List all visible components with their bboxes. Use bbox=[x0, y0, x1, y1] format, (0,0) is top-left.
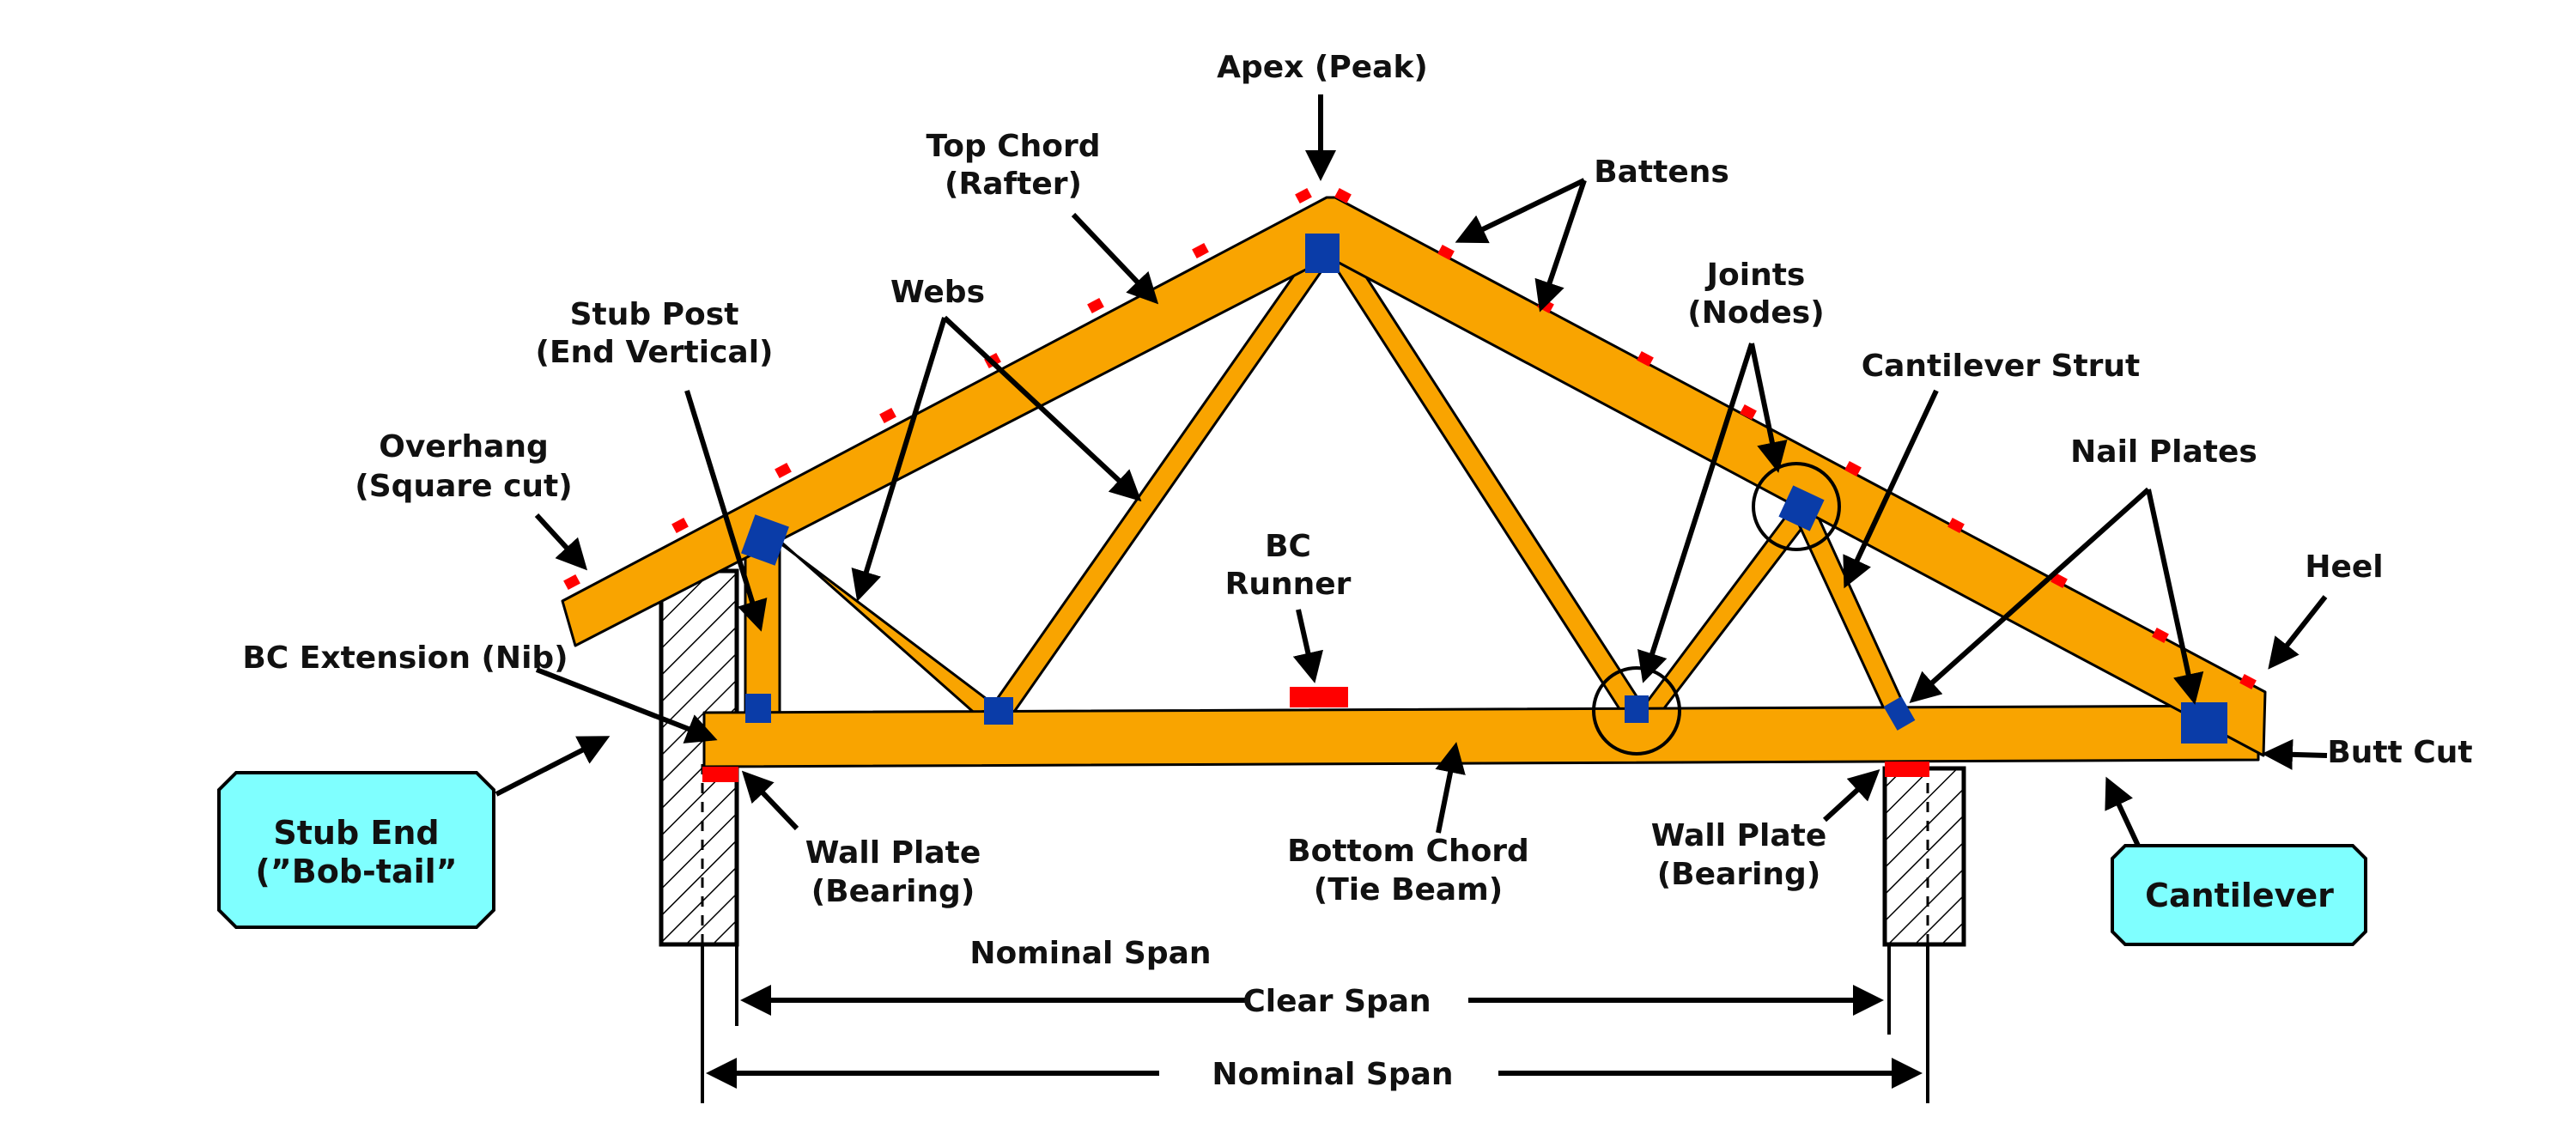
bc-runner bbox=[1290, 687, 1348, 707]
butt-cut-label: Butt Cut bbox=[2327, 735, 2472, 770]
nominal-span-lower-label: Nominal Span bbox=[1212, 1057, 1453, 1092]
bottom-chord-sub-label: (Tie Beam) bbox=[1314, 872, 1503, 907]
overhang-label: Overhang bbox=[379, 429, 549, 464]
joint-circle-bottom bbox=[1592, 666, 1681, 756]
cantilever-label: Cantilever bbox=[2145, 877, 2334, 914]
wall-plate-right-label: Wall Plate bbox=[1651, 818, 1827, 853]
span-arrows bbox=[706, 985, 1923, 1089]
wall-plate-left-sub-label: (Bearing) bbox=[811, 874, 975, 909]
joints-label: Joints bbox=[1704, 258, 1806, 293]
span-ticks bbox=[701, 764, 1929, 1103]
webs-label: Webs bbox=[890, 275, 985, 310]
nail-plates bbox=[741, 234, 2227, 744]
web-left-diagonal bbox=[754, 518, 1006, 725]
heel-label: Heel bbox=[2305, 549, 2383, 585]
clear-span-label: Clear Span bbox=[1242, 984, 1431, 1019]
leader-arrows bbox=[495, 94, 2328, 847]
bc-runner-label: BC bbox=[1265, 529, 1311, 564]
cantilever-callout bbox=[2111, 844, 2367, 946]
apex-label: Apex (Peak) bbox=[1217, 50, 1428, 85]
joints-sub-label: (Nodes) bbox=[1687, 295, 1824, 331]
nominal-span-upper-label: Nominal Span bbox=[969, 936, 1211, 971]
cantilever-strut-label: Cantilever Strut bbox=[1862, 349, 2141, 384]
battens bbox=[563, 187, 2257, 782]
wall-plate-right-sub-label: (Bearing) bbox=[1657, 857, 1821, 892]
stub-post-label: Stub Post bbox=[570, 297, 739, 332]
right-wall bbox=[1882, 766, 1966, 947]
bc-runner-sub-label: Runner bbox=[1225, 567, 1352, 602]
bc-extension-label: BC Extension (Nib) bbox=[242, 640, 568, 676]
wall-plate-right bbox=[1885, 762, 1929, 777]
joint-circle-upper bbox=[1752, 462, 1841, 551]
web-right-short bbox=[1634, 503, 1814, 725]
bottom-chord bbox=[702, 704, 2260, 768]
top-chord-sub-label: (Rafter) bbox=[945, 167, 1082, 202]
battens-label: Battens bbox=[1594, 155, 1729, 190]
overhang-sub-label: (Square cut) bbox=[355, 469, 572, 504]
nail-plates-label: Nail Plates bbox=[2070, 434, 2257, 470]
stub-end-callout bbox=[217, 771, 495, 929]
stub-end-sub-label: (”Bob-tail” bbox=[255, 853, 457, 890]
stub-post-sub-label: (End Vertical) bbox=[535, 335, 773, 370]
stub-end-label: Stub End bbox=[273, 814, 439, 852]
wall-plate-left bbox=[702, 767, 738, 782]
top-chord bbox=[561, 196, 2267, 757]
top-chord-label: Top Chord bbox=[926, 129, 1100, 164]
bottom-chord-label: Bottom Chord bbox=[1287, 834, 1529, 869]
wall-plate-left-label: Wall Plate bbox=[805, 835, 981, 871]
